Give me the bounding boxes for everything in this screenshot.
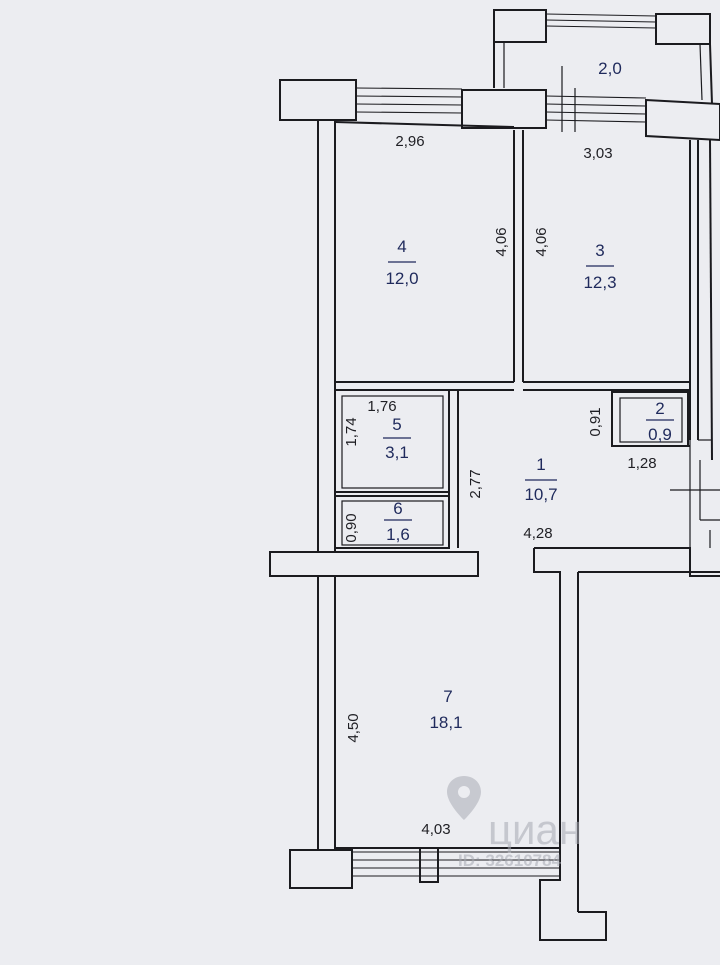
location-pin-icon (447, 776, 481, 820)
room-3-number: 3 (595, 241, 604, 260)
room-2-label: 2 0,9 (646, 399, 674, 444)
top-middle-pier (461, 89, 547, 129)
small-rooms (334, 389, 690, 549)
dim-room7-length: 4,50 (345, 713, 362, 742)
dim-room2-width: 1,28 (627, 455, 656, 472)
balcony-area: 2,0 (598, 59, 622, 78)
room-1-label: 1 10,7 (524, 455, 557, 504)
room-5-area: 3,1 (385, 443, 409, 462)
balcony (493, 9, 713, 132)
dim-room5-length: 1,74 (343, 417, 360, 446)
top-right-pier (645, 98, 720, 142)
dim-room1-width: 4,28 (523, 525, 552, 542)
room-2-area: 0,9 (648, 425, 672, 444)
room-5-label: 5 3,1 (383, 415, 411, 462)
room-7-number: 7 (443, 687, 452, 706)
dim-room6-length: 0,90 (343, 513, 360, 542)
top-wall (279, 79, 720, 142)
watermark-brand: циан (488, 806, 582, 853)
room-2-number: 2 (655, 399, 664, 418)
dim-room2-length: 0,91 (587, 407, 604, 436)
bottom-wall (289, 847, 560, 889)
room-3-label: 3 12,3 (583, 241, 616, 292)
dim-room7-width: 4,03 (421, 821, 450, 838)
watermark-id: ID: 32610784 (458, 851, 562, 870)
room-5-number: 5 (392, 415, 401, 434)
dim-room3-width: 3,03 (583, 145, 612, 162)
room-1-area: 10,7 (524, 485, 557, 504)
room-7-label: 7 18,1 (429, 687, 462, 732)
left-wall (269, 120, 479, 850)
left-wall-junction (269, 551, 479, 577)
bottom-left-pier (289, 849, 353, 889)
top-left-pier (279, 79, 357, 121)
room-6-area: 1,6 (386, 525, 410, 544)
room-7-area: 18,1 (429, 713, 462, 732)
dim-room4-width: 2,96 (395, 133, 424, 150)
room-4-area: 12,0 (385, 269, 418, 288)
dim-room3-length: 4,06 (533, 227, 550, 256)
partitions-lower (533, 547, 720, 941)
dim-room5-width: 1,76 (367, 398, 396, 415)
room-6-number: 6 (393, 499, 402, 518)
dim-room4-length: 4,06 (493, 227, 510, 256)
balcony-right-pier (655, 13, 711, 45)
room-6-label: 6 1,6 (384, 499, 412, 544)
room-1-number: 1 (536, 455, 545, 474)
room-4-number: 4 (397, 237, 406, 256)
balcony-left-pier (493, 9, 547, 43)
room-4-label: 4 12,0 (385, 237, 418, 288)
dim-room1-length: 2,77 (467, 469, 484, 498)
watermark: циан ID: 32610784 (447, 776, 582, 870)
room-3-area: 12,3 (583, 273, 616, 292)
